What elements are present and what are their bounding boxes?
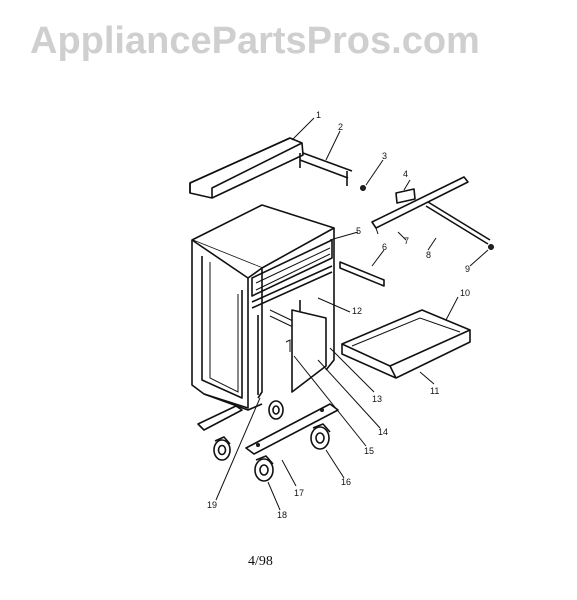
part-top-trim xyxy=(189,137,304,199)
callout-8: 8 xyxy=(426,250,431,260)
callout-14: 14 xyxy=(378,427,388,437)
callout-4: 4 xyxy=(403,169,408,179)
callout-19: 19 xyxy=(207,500,217,510)
callout-2: 2 xyxy=(338,122,343,132)
page-code: 4/98 xyxy=(248,554,273,569)
callout-18: 18 xyxy=(277,510,287,520)
callout-9: 9 xyxy=(465,264,470,274)
watermark-text: AppliancePartsPros.com xyxy=(30,20,480,62)
leader-lines xyxy=(215,117,489,511)
callout-6: 6 xyxy=(382,242,387,252)
callout-5: 5 xyxy=(356,226,361,236)
part-drawer-tray xyxy=(341,309,471,379)
part-caster-18 xyxy=(254,455,274,482)
part-slide-screw xyxy=(488,244,494,250)
part-caster-16 xyxy=(310,423,331,450)
callout-16: 16 xyxy=(341,477,351,487)
part-lock-plate xyxy=(395,188,416,204)
part-caster-rear xyxy=(268,400,284,420)
callout-13: 13 xyxy=(372,394,382,404)
part-drawer-slides xyxy=(371,176,491,245)
part-screw xyxy=(360,185,366,191)
callout-11: 11 xyxy=(430,386,439,396)
part-handle xyxy=(299,152,353,186)
callout-10: 10 xyxy=(460,288,470,298)
part-base-brackets xyxy=(197,403,339,455)
part-cabinet-body xyxy=(191,204,335,411)
callout-3: 3 xyxy=(382,151,387,161)
callout-12: 12 xyxy=(352,306,362,316)
callout-labels: 1 2 3 4 5 6 7 8 9 10 11 12 13 14 15 16 1… xyxy=(207,110,470,520)
callout-15: 15 xyxy=(364,446,374,456)
callout-1: 1 xyxy=(316,110,321,120)
part-side-bracket xyxy=(339,261,385,287)
callout-7: 7 xyxy=(404,236,409,246)
part-caster-left xyxy=(213,436,231,461)
callout-17: 17 xyxy=(294,488,304,498)
